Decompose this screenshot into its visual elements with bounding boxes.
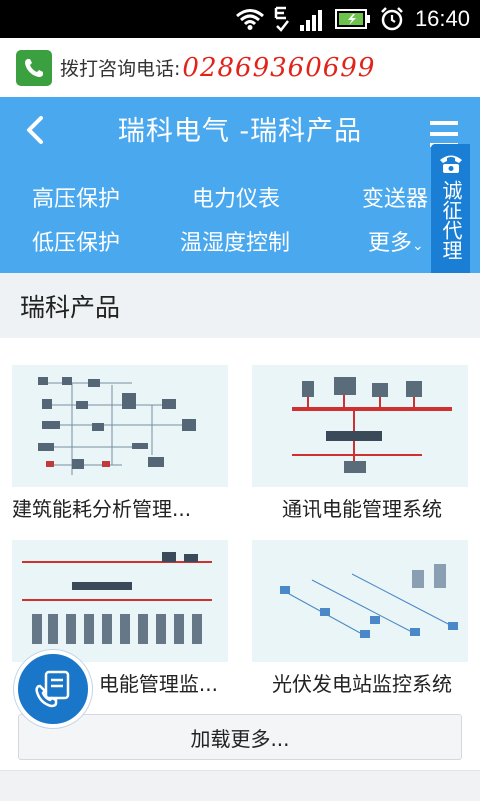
battery-charging-icon <box>334 8 371 30</box>
hamburger-icon <box>430 121 458 125</box>
call-bar[interactable]: 拨打咨询电话: 02869360699 <box>0 38 480 98</box>
nav-item-more[interactable]: 更多⌄ <box>368 231 424 256</box>
header: 瑞科电气 -瑞科产品 高压保护 电力仪表 变送器 低压保护 温湿度控制 更多⌄ <box>0 97 480 273</box>
back-button[interactable] <box>18 111 52 149</box>
product-title[interactable]: 建筑能耗分析管理... <box>12 497 192 521</box>
product-title[interactable]: 电能管理监... <box>98 672 218 696</box>
nav-item-transmitter[interactable]: 变送器 <box>362 187 429 212</box>
status-time: 16:40 <box>414 6 470 31</box>
product-title[interactable]: 通讯电能管理系统 <box>282 497 442 521</box>
status-bar: 16:40 <box>0 0 480 38</box>
product-title[interactable]: 光伏发电站监控系统 <box>272 672 452 696</box>
product-thumbnail[interactable] <box>252 540 468 662</box>
alarm-icon <box>379 6 405 32</box>
product-card[interactable]: 建筑能耗分析管理... <box>12 365 228 521</box>
signal-icon <box>299 7 327 31</box>
chevron-left-icon <box>27 116 43 144</box>
product-card[interactable]: 电能管理监... <box>12 540 228 696</box>
product-card[interactable]: 通讯电能管理系统 <box>252 365 468 521</box>
consult-chat-button[interactable] <box>14 650 92 728</box>
product-thumbnail[interactable] <box>12 540 228 662</box>
phone-icon[interactable] <box>16 49 52 86</box>
telephone-icon <box>439 155 462 173</box>
nav-item-low-voltage[interactable]: 低压保护 <box>32 231 121 256</box>
agent-recruit-badge[interactable]: 诚征代理 <box>431 144 470 289</box>
page-title: 瑞科电气 -瑞科产品 <box>117 116 363 147</box>
section-title: 瑞科产品 <box>20 293 121 322</box>
phone-number-link[interactable]: 02869360699 <box>182 52 376 83</box>
wifi-icon <box>235 8 265 30</box>
chevron-down-icon: ⌄ <box>412 238 424 254</box>
product-thumbnail[interactable] <box>12 365 228 487</box>
data-transfer-icon <box>273 6 291 32</box>
product-card[interactable]: 光伏发电站监控系统 <box>252 540 468 696</box>
nav-item-high-voltage[interactable]: 高压保护 <box>32 187 121 212</box>
product-thumbnail[interactable] <box>252 365 468 487</box>
load-more-button[interactable]: 加载更多... <box>18 714 462 760</box>
call-label: 拨打咨询电话: <box>60 58 181 80</box>
nav-item-temp-humidity[interactable]: 温湿度控制 <box>180 231 291 256</box>
chat-phone-icon <box>35 670 70 708</box>
nav-item-power-meter[interactable]: 电力仪表 <box>192 187 281 212</box>
bottom-strip <box>0 770 480 801</box>
section-header: 瑞科产品 <box>0 273 480 339</box>
badge-text: 诚征代理 <box>439 180 463 260</box>
